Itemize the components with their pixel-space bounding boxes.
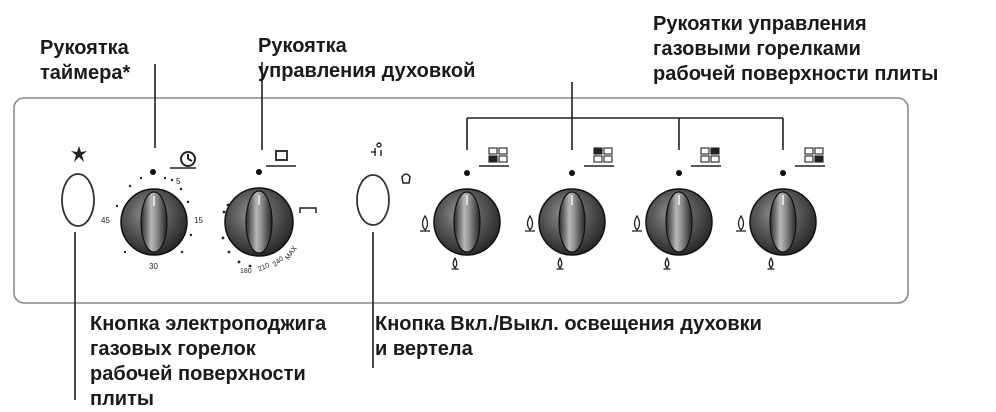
small-flame-icon	[452, 256, 458, 270]
burner-knob-front-right[interactable]	[749, 188, 817, 256]
burner-position-icon	[795, 147, 825, 167]
burner-indicator-dot	[780, 170, 786, 176]
timer-knob[interactable]	[120, 188, 188, 256]
burner-position-icon	[584, 147, 614, 167]
oven-scale-ticks	[221, 203, 252, 268]
timer-scale-30: 30	[149, 262, 158, 271]
burner-position-icon	[479, 147, 509, 167]
oven-icon	[266, 150, 296, 167]
timer-scale-45: 45	[101, 216, 110, 225]
flame-icon	[633, 214, 641, 232]
timer-scale-5: 5	[176, 177, 181, 186]
burner-knob-front-left[interactable]	[433, 188, 501, 256]
oven-scale-180: 180	[240, 268, 252, 275]
burners-bracket	[466, 82, 784, 150]
label-light-button: Кнопка Вкл./Выкл. освещения духовки и ве…	[375, 313, 762, 360]
label-oven-knob: Рукоятка управления духовкой	[258, 35, 476, 82]
oven-scale-210: 210	[257, 262, 271, 273]
flame-icon	[737, 214, 745, 232]
light-on-off-icon	[371, 142, 382, 156]
oven-indicator-dot	[256, 169, 262, 175]
label-timer-knob: Рукоятка таймера*	[40, 37, 131, 84]
lamp-icon	[401, 173, 411, 184]
burner-knob-rear-left[interactable]	[538, 188, 606, 256]
flame-icon	[421, 214, 429, 232]
oven-knob[interactable]	[224, 187, 294, 257]
small-flame-icon	[557, 256, 563, 270]
burner-indicator-dot	[464, 170, 470, 176]
ignition-button[interactable]	[61, 173, 95, 227]
grill-icon	[299, 207, 317, 213]
burner-knob-rear-right[interactable]	[645, 188, 713, 256]
flame-icon	[526, 214, 534, 232]
burner-indicator-dot	[569, 170, 575, 176]
spark-icon	[71, 146, 87, 162]
label-ignition-button: Кнопка электроподжига газовых горелок ра…	[90, 313, 327, 410]
burner-position-icon	[691, 147, 721, 167]
small-flame-icon	[664, 256, 670, 270]
timer-scale-ticks	[115, 176, 193, 254]
timer-scale-15: 15	[194, 216, 203, 225]
label-burner-knobs: Рукоятки управления газовыми горелками р…	[653, 13, 939, 85]
light-button[interactable]	[356, 174, 390, 226]
small-flame-icon	[768, 256, 774, 270]
timer-indicator-dot	[150, 169, 156, 175]
burner-indicator-dot	[676, 170, 682, 176]
clock-icon	[170, 151, 196, 169]
